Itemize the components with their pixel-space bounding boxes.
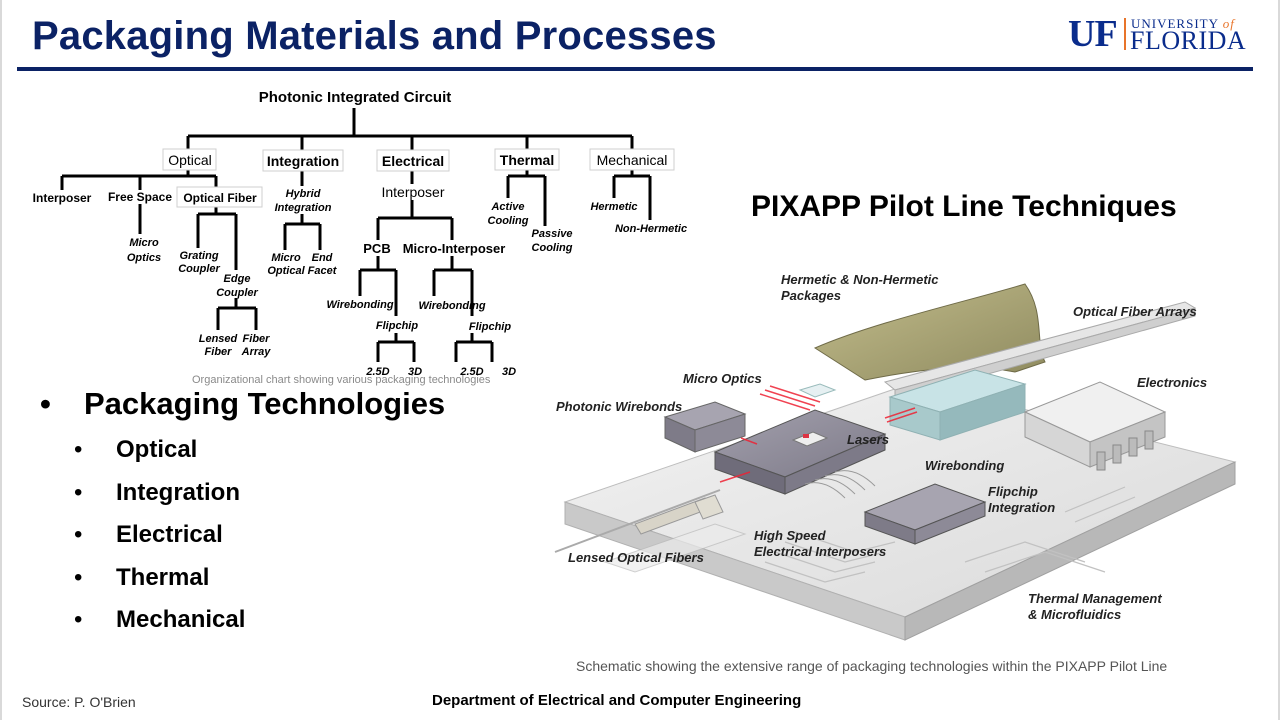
org-3d-1: 3D — [408, 366, 422, 378]
label-fiber-arrays: Optical Fiber Arrays — [1073, 304, 1197, 319]
bullet-electrical: •Electrical — [74, 521, 223, 548]
org-active-1: Active — [490, 201, 524, 213]
org-micro-2: Optical — [267, 265, 305, 277]
org-passive-2: Cooling — [532, 242, 573, 254]
left-edge-line — [0, 0, 2, 720]
bullet-marker: • — [40, 386, 51, 421]
pixapp-caption: Schematic showing the extensive range of… — [576, 658, 1168, 674]
org-hermetic: Hermetic — [590, 201, 637, 213]
bullet-packaging-technologies: •Packaging Technologies — [40, 386, 446, 421]
uf-logo-mark: UF — [1068, 13, 1118, 55]
org-chart: Photonic Integrated Circuit Optical Inte… — [33, 89, 687, 378]
fiber-glass-block — [888, 369, 1027, 441]
org-micro-optics-1: Micro — [129, 237, 159, 249]
org-lensed-1: Lensed — [199, 333, 238, 345]
org-non-hermetic: Non-Hermetic — [615, 223, 687, 235]
logo-florida: FLORIDA — [1130, 26, 1247, 55]
label-lensed-fibers: Lensed Optical Fibers — [568, 550, 704, 565]
source-note: Source: P. O'Brien — [22, 694, 136, 710]
org-hybrid-1: Hybrid — [286, 188, 321, 200]
org-end-2: Facet — [308, 265, 338, 277]
org-optical-fiber: Optical Fiber — [183, 191, 257, 205]
org-micro-1: Micro — [271, 252, 301, 264]
org-cat-mechanical: Mechanical — [597, 152, 668, 168]
label-wirebonding: Wirebonding — [925, 458, 1004, 473]
org-flipchip-2: Flipchip — [469, 321, 511, 333]
org-interposer: Interposer — [33, 191, 92, 205]
org-free-space: Free Space — [108, 190, 172, 204]
label-hermetic-1: Hermetic & Non-Hermetic — [781, 272, 939, 287]
label-flipchip-2: Integration — [988, 500, 1055, 515]
org-micro-optics-2: Optics — [127, 252, 161, 264]
org-edge-1: Edge — [224, 273, 251, 285]
wirebond-lines — [804, 470, 876, 499]
bullet-integration: •Integration — [74, 479, 240, 506]
electronics-package — [1023, 381, 1167, 471]
org-25d-1: 2.5D — [365, 366, 389, 378]
right-edge-line — [1278, 0, 1280, 720]
main-pic-chip — [713, 409, 887, 495]
label-hermetic-2: Packages — [781, 288, 841, 303]
org-3d-2: 3D — [502, 366, 516, 378]
org-cat-thermal: Thermal — [500, 152, 554, 168]
org-category-boxes — [162, 148, 675, 208]
lensed-optical-fiber — [554, 489, 747, 573]
micro-optic-lens — [798, 383, 837, 398]
org-pcb: PCB — [363, 241, 390, 256]
label-photonic-wirebonds: Photonic Wirebonds — [556, 399, 682, 414]
pixapp-title: PIXAPP Pilot Line Techniques — [751, 190, 1177, 223]
label-flipchip-1: Flipchip — [988, 484, 1038, 499]
logo-university: UNIVERSITY of — [1131, 16, 1235, 31]
pixapp-schematic: Hermetic & Non-Hermetic Packages Optical… — [554, 272, 1237, 641]
micro-optics-beams — [719, 385, 918, 483]
org-array-1: Fiber — [243, 333, 271, 345]
org-grating-1: Grating — [179, 250, 218, 262]
org-array-2: Array — [241, 346, 272, 358]
department-footer: Department of Electrical and Computer En… — [432, 692, 802, 709]
bullet-mechanical: •Mechanical — [74, 606, 246, 633]
label-thermal-2: & Microfluidics — [1028, 607, 1121, 622]
org-hybrid-2: Integration — [275, 202, 332, 214]
org-passive-1: Passive — [532, 228, 573, 240]
org-cat-electrical: Electrical — [382, 153, 444, 169]
label-thermal-1: Thermal Management — [1028, 591, 1162, 606]
org-edge-2: Coupler — [216, 287, 258, 299]
flipchip-chip — [863, 483, 987, 545]
bullet-optical: •Optical — [74, 436, 198, 463]
org-active-2: Cooling — [488, 215, 529, 227]
slide-title: Packaging Materials and Processes — [32, 14, 717, 58]
label-lasers: Lasers — [847, 432, 889, 447]
photonic-wirebond-chip — [663, 401, 747, 453]
org-flipchip-1: Flipchip — [376, 320, 418, 332]
org-cat-integration: Integration — [267, 153, 339, 169]
org-chart-connectors — [60, 108, 652, 362]
label-interposers-2: Electrical Interposers — [754, 544, 886, 559]
org-cat-optical: Optical — [168, 152, 212, 168]
org-root: Photonic Integrated Circuit — [259, 89, 452, 106]
uf-logo: UF UNIVERSITY of FLORIDA — [1068, 14, 1258, 56]
org-grating-2: Coupler — [178, 263, 220, 275]
logo-divider — [1124, 18, 1126, 50]
org-micro-interposer: Micro-Interposer — [403, 241, 506, 256]
org-elec-interposer: Interposer — [381, 184, 444, 200]
bullet-thermal: •Thermal — [74, 564, 210, 591]
org-wirebonding-1: Wirebonding — [326, 299, 393, 311]
label-electronics: Electronics — [1137, 375, 1207, 390]
label-micro-optics: Micro Optics — [683, 371, 762, 386]
org-end-1: End — [312, 252, 333, 264]
org-chart-caption: Organizational chart showing various pac… — [192, 374, 491, 386]
org-wirebonding-2: Wirebonding — [418, 300, 485, 312]
org-lensed-2: Fiber — [205, 346, 233, 358]
org-25d-2: 2.5D — [459, 366, 483, 378]
title-underline — [17, 67, 1253, 71]
label-interposers-1: High Speed — [754, 528, 827, 543]
